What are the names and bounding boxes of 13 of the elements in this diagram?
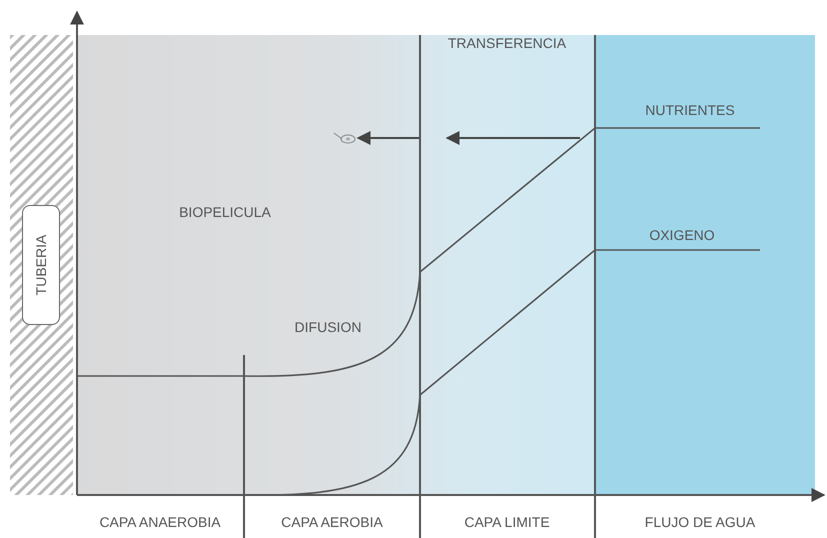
axis-label: FLUJO DE AGUA xyxy=(644,514,756,530)
axis-label: CAPA AEROBIA xyxy=(281,514,383,530)
arrow xyxy=(356,131,419,145)
pipe-label: TUBERIA xyxy=(33,234,49,296)
region-label: BIOPELICULA xyxy=(179,204,271,220)
region-label: DIFUSION xyxy=(294,319,362,335)
curve-label: OXIGENO xyxy=(649,227,715,243)
curve-label: NUTRIENTES xyxy=(645,102,735,118)
bacterium-icon xyxy=(333,131,357,145)
axis-label: CAPA LIMITE xyxy=(464,514,550,530)
pipe-label-box xyxy=(22,205,60,325)
axis-label: CAPA ANAEROBIA xyxy=(99,514,221,530)
heading-label: TRANSFERENCIA xyxy=(448,35,566,51)
